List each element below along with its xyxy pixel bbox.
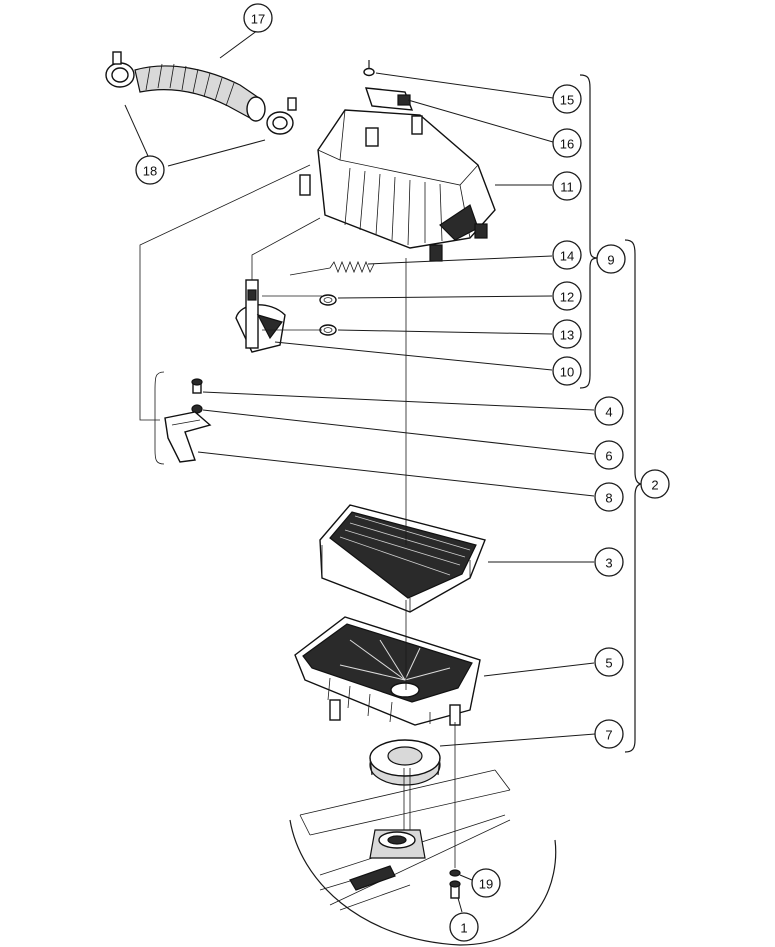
air-cleaner-base xyxy=(294,616,481,726)
hose-clamp-lower xyxy=(266,97,297,135)
callout-13: 13 xyxy=(552,319,582,349)
callout-label: 2 xyxy=(651,478,658,493)
callout-circle xyxy=(135,155,165,185)
callout-12: 12 xyxy=(552,281,582,311)
callout-16: 16 xyxy=(552,128,582,158)
brace-group-9 xyxy=(579,74,599,389)
brace-group-2 xyxy=(624,239,643,753)
callout-9: 9 xyxy=(596,244,626,274)
callout-label: 8 xyxy=(605,491,612,506)
callout-circle xyxy=(594,547,624,577)
callout-11: 11 xyxy=(552,171,582,201)
callout-circle xyxy=(552,84,582,114)
top-nut xyxy=(363,60,375,77)
callout-label: 1 xyxy=(460,921,467,936)
o-ring-lower xyxy=(319,324,337,336)
callout-label: 10 xyxy=(560,365,574,380)
callout-label: 17 xyxy=(251,12,265,27)
intake-hose xyxy=(134,63,266,122)
callout-circle xyxy=(594,482,624,512)
callout-circle xyxy=(594,647,624,677)
callout-14: 14 xyxy=(552,240,582,270)
callout-circle xyxy=(552,128,582,158)
callout-label: 19 xyxy=(479,877,493,892)
callout-label: 7 xyxy=(605,728,612,743)
bracket-group-brace xyxy=(154,371,165,465)
valve-leaders xyxy=(262,267,331,331)
callout-circle xyxy=(243,3,273,33)
base-bolt xyxy=(449,880,461,899)
callout-circle xyxy=(552,356,582,386)
callout-label: 12 xyxy=(560,290,574,305)
callout-circle xyxy=(552,319,582,349)
grommet xyxy=(369,739,441,786)
callout-label: 16 xyxy=(560,137,574,152)
callout-4: 4 xyxy=(594,396,624,426)
callout-label: 15 xyxy=(560,93,574,108)
frame-bolt xyxy=(449,869,461,877)
callout-17: 17 xyxy=(243,3,273,33)
callout-label: 11 xyxy=(560,180,574,195)
callout-18: 18 xyxy=(135,155,165,185)
callout-label: 6 xyxy=(605,449,612,464)
callout-circle xyxy=(594,719,624,749)
callout-label: 3 xyxy=(605,556,612,571)
mounting-bracket xyxy=(164,411,212,463)
callout-19: 19 xyxy=(471,868,501,898)
callout-6: 6 xyxy=(594,440,624,470)
callout-circle xyxy=(552,240,582,270)
callout-7: 7 xyxy=(594,719,624,749)
callout-circle xyxy=(552,171,582,201)
callout-circle xyxy=(640,469,670,499)
air-cleaner-cover xyxy=(299,109,496,262)
hose-clamp-upper xyxy=(105,51,135,88)
air-filter-element xyxy=(319,504,486,613)
callout-circle xyxy=(594,396,624,426)
cover-valve-guide xyxy=(251,217,321,280)
callout-circle xyxy=(449,912,479,942)
callout-circle xyxy=(594,440,624,470)
vehicle-frame-inset xyxy=(289,769,557,946)
valve-assembly xyxy=(235,279,286,353)
callout-label: 14 xyxy=(560,249,574,264)
callout-label: 13 xyxy=(560,328,574,343)
spring xyxy=(329,260,375,274)
sensor-connector xyxy=(364,87,414,111)
callout-label: 5 xyxy=(605,656,612,671)
callout-circle xyxy=(596,244,626,274)
callout-label: 9 xyxy=(607,253,614,268)
callout-15: 15 xyxy=(552,84,582,114)
callout-1: 1 xyxy=(449,912,479,942)
callout-circle xyxy=(471,868,501,898)
callout-label: 4 xyxy=(605,405,612,420)
bracket-bolt xyxy=(191,378,203,394)
o-ring-upper xyxy=(319,294,337,306)
callout-3: 3 xyxy=(594,547,624,577)
callout-5: 5 xyxy=(594,647,624,677)
callout-10: 10 xyxy=(552,356,582,386)
callout-label: 18 xyxy=(143,164,157,179)
cover-bracket-guide xyxy=(139,164,311,421)
callout-2: 2 xyxy=(640,469,670,499)
callout-8: 8 xyxy=(594,482,624,512)
leader-lines xyxy=(124,29,596,913)
callout-circle xyxy=(552,281,582,311)
